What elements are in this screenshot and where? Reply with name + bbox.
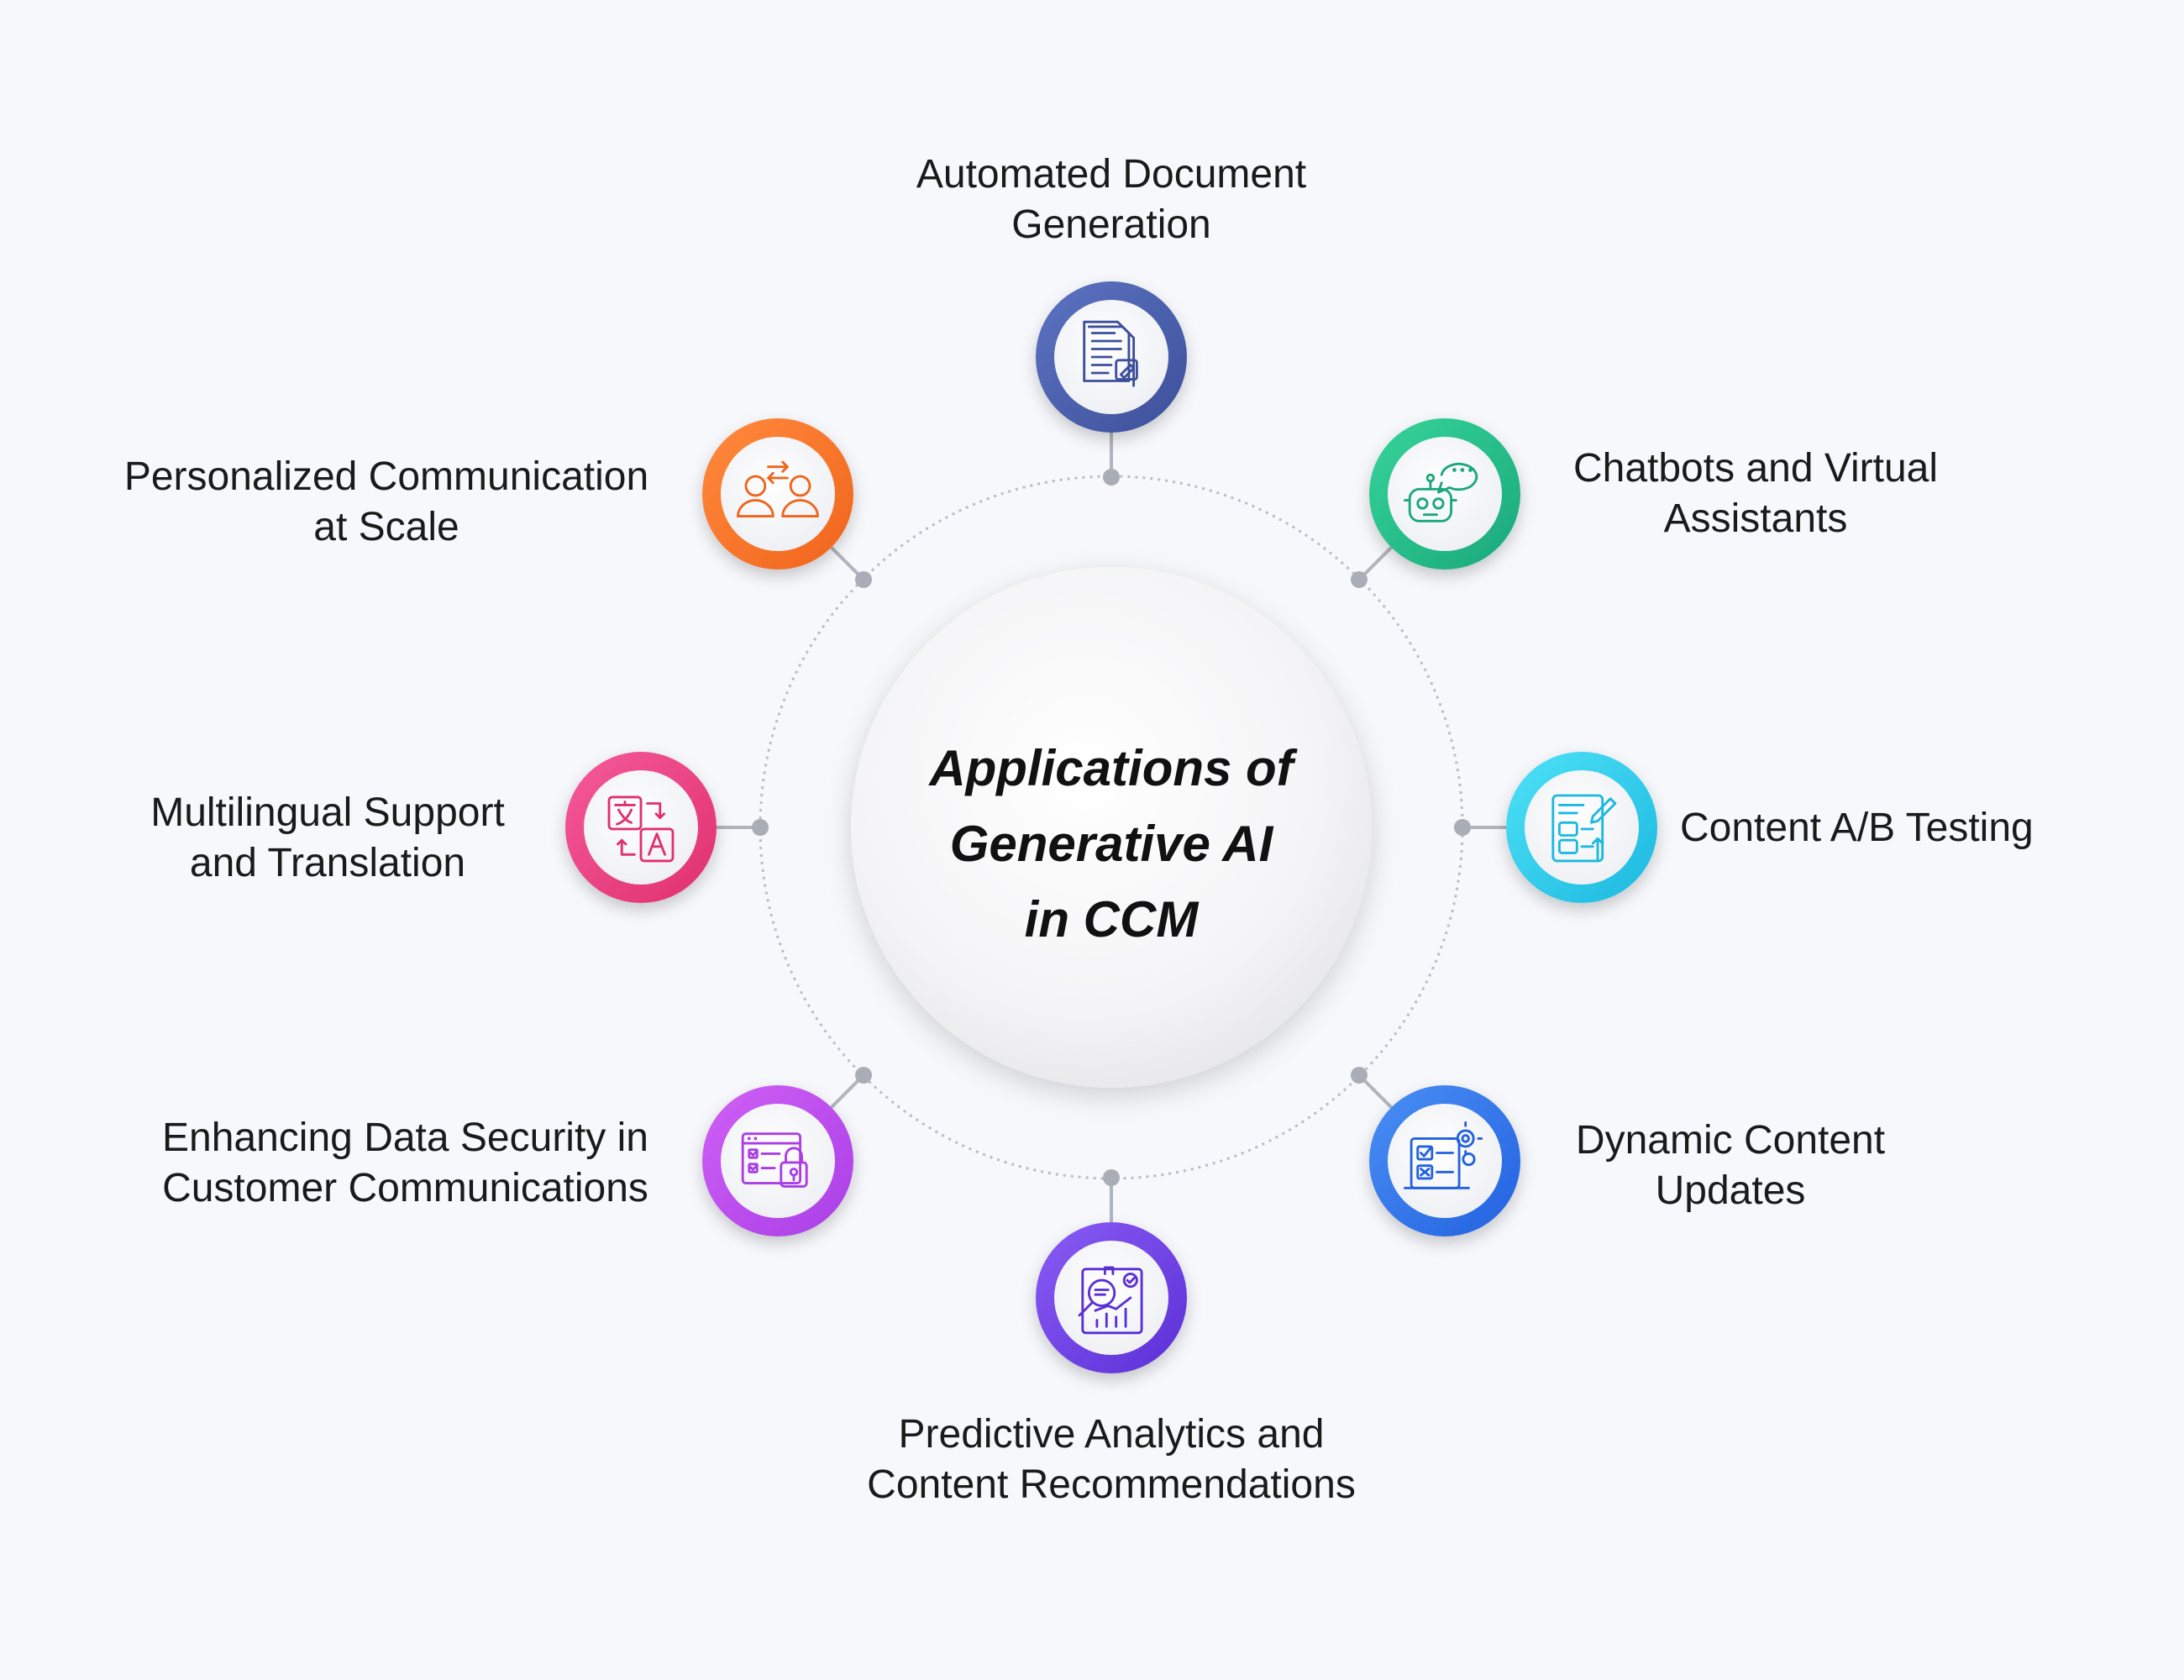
node-inner [721, 1104, 835, 1218]
node-predictive-analytics [1036, 1222, 1187, 1373]
orbit-dot-content-ab-testing [1454, 819, 1471, 836]
analytics-icon [1078, 1266, 1143, 1335]
orbit-dot-chatbots-virtual-assistants [1351, 571, 1368, 588]
label-content-ab-testing: Content A/B Testing [1680, 806, 2034, 850]
center-circle [851, 567, 1372, 1088]
node-inner [1388, 1104, 1502, 1218]
label-multilingual-support: Multilingual Support and Translation [150, 790, 505, 885]
center-title: Applications of Generative AI in CCM [859, 718, 1363, 970]
node-chatbots-virtual-assistants [1369, 418, 1520, 570]
ab-test-icon [1551, 794, 1617, 863]
label-automated-document-generation: Automated Document Generation [916, 152, 1307, 247]
document-edit-icon [1083, 320, 1138, 387]
secure-data-icon [741, 1132, 808, 1188]
label-dynamic-content-updates: Dynamic Content Updates [1575, 1118, 1886, 1213]
center-title-line-3: in CCM [1024, 891, 1199, 948]
label-personalized-communication: Personalized Communication at Scale [123, 454, 649, 549]
label-chatbots-virtual-assistants: Chatbots and Virtual Assistants [1572, 446, 1939, 541]
dynamic-content-icon [1404, 1121, 1483, 1189]
node-content-ab-testing [1506, 752, 1657, 903]
orbit-dot-dynamic-content-updates [1351, 1067, 1368, 1084]
label-data-security: Enhancing Data Security in Customer Comm… [162, 1116, 648, 1210]
chatbot-icon [1404, 462, 1478, 522]
node-inner [1525, 770, 1639, 885]
label-predictive-analytics: Predictive Analytics and Content Recomme… [867, 1412, 1356, 1507]
node-inner [721, 437, 835, 551]
node-data-security [702, 1085, 853, 1236]
node-multilingual-support [565, 752, 717, 903]
node-inner [1054, 1241, 1168, 1355]
orbit-dot-automated-document-generation [1103, 469, 1120, 486]
orbit-dot-data-security [855, 1067, 872, 1084]
orbit-dot-predictive-analytics [1103, 1169, 1120, 1186]
node-personalized-communication [702, 418, 853, 570]
users-exchange-icon [737, 460, 819, 518]
center-title-line-1: Applications of [929, 740, 1294, 796]
node-automated-document-generation [1036, 281, 1187, 433]
orbit-dot-personalized-communication [855, 571, 872, 588]
nodes-layer [565, 281, 1657, 1373]
orbit-dot-multilingual-support [752, 819, 769, 836]
center-title-line-2: Generative AI [949, 816, 1273, 872]
node-inner [1388, 437, 1502, 551]
node-dynamic-content-updates [1369, 1085, 1520, 1236]
translation-icon [607, 795, 675, 863]
